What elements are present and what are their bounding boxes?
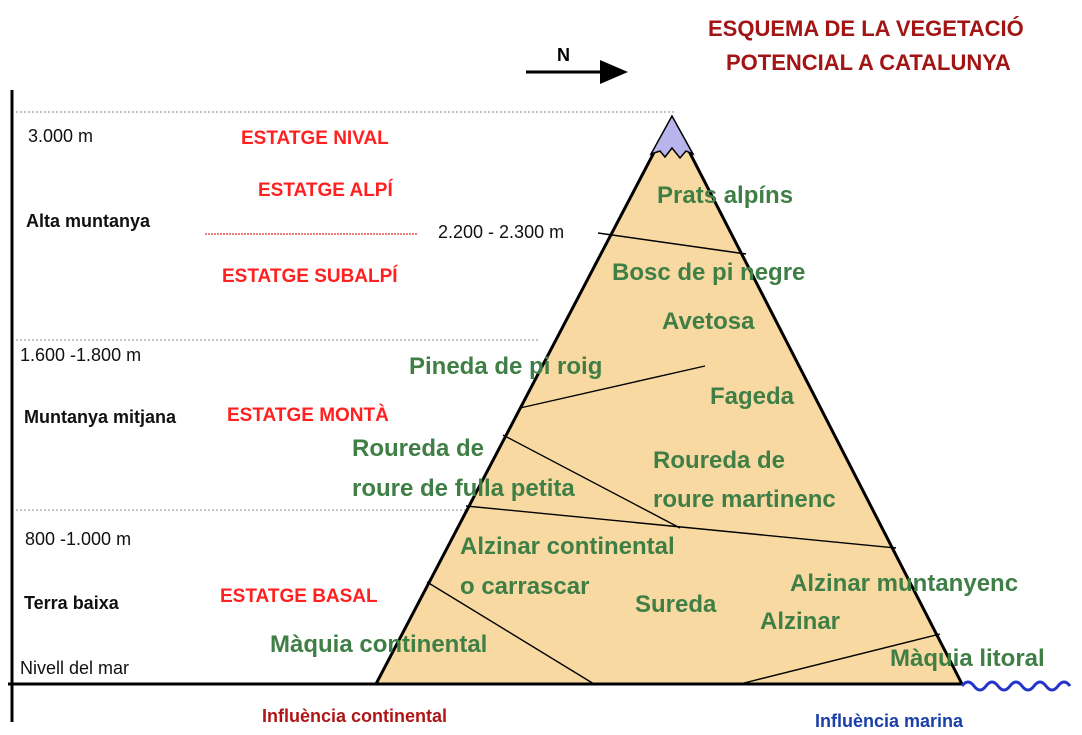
estatge-nival: ESTATGE NIVAL <box>241 128 389 149</box>
veg-roureda-martinenc-line2: roure martinenc <box>653 486 836 513</box>
influence-continental: Influència continental <box>262 706 448 726</box>
altitude-3000: 3.000 m <box>28 126 94 146</box>
estatge-basal: ESTATGE BASAL <box>220 586 378 607</box>
veg-sureda: Sureda <box>635 591 717 618</box>
altitude-1600: 1.600 -1.800 m <box>20 345 142 365</box>
veg-maquia-continental: Màquia continental <box>270 631 488 658</box>
veg-bosc-pi-negre: Bosc de pi negre <box>612 259 806 286</box>
altitude-2200: 2.200 - 2.300 m <box>438 222 565 242</box>
north-label: N <box>557 45 570 65</box>
veg-alzinar-continental-line1: Alzinar continental <box>460 533 675 560</box>
estatge-alpi: ESTATGE ALPÍ <box>258 180 393 201</box>
veg-alzinar-continental-line2: o carrascar <box>460 573 590 600</box>
diagram-title-line2: POTENCIAL A CATALUNYA <box>726 50 1011 75</box>
zone-muntanya-mitjana: Muntanya mitjana <box>24 407 177 427</box>
veg-roureda-petita-line2: roure de fulla petita <box>352 475 575 502</box>
veg-roureda-martinenc-line1: Roureda de <box>653 447 786 474</box>
north-arrow-icon <box>526 60 628 84</box>
diagram-title-line1: ESQUEMA DE LA VEGETACIÓ <box>708 16 1024 41</box>
zone-terra-baixa: Terra baixa <box>24 593 119 613</box>
veg-avetosa: Avetosa <box>662 308 755 335</box>
veg-maquia-litoral: Màquia litoral <box>890 645 1045 672</box>
veg-prats-alpins: Prats alpíns <box>657 182 794 209</box>
snow-cap <box>649 114 695 160</box>
veg-roureda-petita-line1: Roureda de <box>352 435 485 462</box>
veg-fageda: Fageda <box>710 383 795 410</box>
veg-pineda-pi-roig: Pineda de pi roig <box>409 353 603 380</box>
altitude-sea-level: Nivell del mar <box>20 658 130 678</box>
vegetation-boundaries <box>426 232 941 685</box>
estatge-monta: ESTATGE MONTÀ <box>227 405 389 426</box>
influence-marina: Influència marina <box>815 711 964 731</box>
altitude-800: 800 -1.000 m <box>25 529 132 549</box>
estatge-subalpi: ESTATGE SUBALPÍ <box>222 266 398 287</box>
veg-alzinar: Alzinar <box>760 608 841 635</box>
veg-alzinar-muntanyenc: Alzinar muntanyenc <box>790 570 1019 597</box>
zone-alta-muntanya: Alta muntanya <box>26 211 151 231</box>
sea-wave <box>960 680 1072 692</box>
